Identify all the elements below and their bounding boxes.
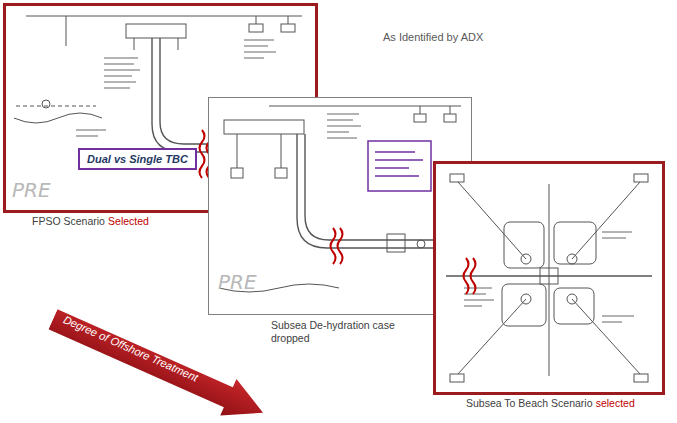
schematic-lines <box>414 114 426 122</box>
callout-text: Dual vs Single TBC <box>87 153 188 165</box>
schematic-lines <box>387 234 405 252</box>
note-text: As Identified by ADX <box>383 31 483 43</box>
schematic-lines <box>450 374 464 382</box>
watermark: PRE <box>218 270 257 294</box>
schematic-lines <box>231 168 243 178</box>
panel-caption: FPSO ScenarioSelected <box>32 215 149 228</box>
schematic-lines <box>237 134 281 168</box>
scenario-panel: Subsea To Beach Scenarioselected <box>433 161 665 395</box>
text-stubs <box>244 40 276 58</box>
arrow-label: Degree of Offshore Treatment <box>58 313 200 392</box>
watermark: PRE <box>12 178 51 202</box>
schematic-lines <box>567 294 577 304</box>
status-word: selected <box>596 397 635 409</box>
break-symbol <box>331 228 343 264</box>
schematic-lines <box>549 184 550 376</box>
break-symbol <box>200 130 205 178</box>
note-box <box>375 152 423 176</box>
schematic-lines <box>450 174 464 182</box>
break-symbol <box>464 258 476 294</box>
callout-box: Dual vs Single TBC <box>78 148 197 170</box>
schematic-lines <box>521 294 531 304</box>
schematic-lines <box>444 114 456 122</box>
schematic-lines <box>634 374 648 382</box>
subsea-layout <box>436 164 662 392</box>
note-box <box>368 141 431 191</box>
schematic-lines <box>521 254 531 264</box>
schematic-lines <box>14 113 102 123</box>
schematic-lines <box>134 38 178 50</box>
schematic-lines <box>281 24 295 32</box>
schematic-lines <box>458 182 640 374</box>
schematic-lines <box>417 240 425 248</box>
schematic-lines <box>26 16 302 17</box>
schematic-lines <box>249 24 263 32</box>
schematic-lines <box>269 106 461 107</box>
text-stubs <box>327 114 361 138</box>
schematic-lines <box>540 268 558 284</box>
schematic-lines <box>224 120 304 134</box>
text-stubs <box>76 130 106 136</box>
schematic-lines <box>42 100 50 108</box>
break-symbol <box>338 228 343 264</box>
break-symbol <box>331 228 336 264</box>
caption-text: FPSO Scenario <box>32 215 105 227</box>
schematic-lines <box>420 106 450 114</box>
caption-text: Subsea To Beach Scenario <box>466 397 592 409</box>
break-symbol <box>471 258 476 294</box>
trend-arrow: Degree of Offshore Treatment <box>45 301 271 423</box>
text-stubs <box>327 114 361 138</box>
schematic-lines <box>66 16 288 46</box>
schematic-lines <box>554 288 594 324</box>
status-word: Selected <box>108 215 149 227</box>
schematic-lines <box>446 174 652 382</box>
text-stubs <box>104 58 140 88</box>
schematic-lines <box>567 254 577 264</box>
text-stubs <box>464 232 634 322</box>
panel-caption: Subsea To Beach Scenario selected <box>466 397 635 410</box>
break-symbol <box>464 258 469 294</box>
text-stubs <box>602 232 634 322</box>
caption-text: Subsea De-hydration case dropped <box>271 319 395 344</box>
arrow-body <box>45 301 271 423</box>
note-box <box>368 141 431 191</box>
schematic-lines <box>502 284 546 326</box>
schematic-lines <box>126 24 186 38</box>
schematic-lines <box>504 222 544 268</box>
panel-caption: Subsea De-hydration case dropped <box>271 319 399 345</box>
schematic-lines <box>554 222 596 264</box>
schematic-lines <box>16 106 96 107</box>
schematic-lines <box>634 174 648 182</box>
schematic-lines <box>275 168 287 178</box>
